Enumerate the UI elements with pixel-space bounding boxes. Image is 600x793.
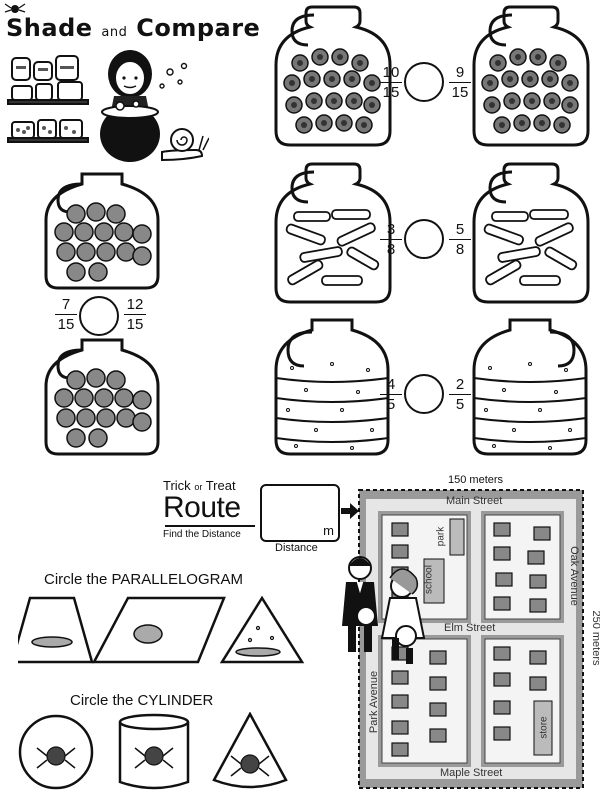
route-trick: Trick: [163, 478, 191, 493]
route-title-underline: [165, 525, 255, 527]
numerator: 12: [126, 296, 144, 313]
compare-circle-layers[interactable]: [404, 374, 444, 414]
compare-circle-pumpkins[interactable]: [79, 296, 119, 336]
map-store-label: store: [538, 716, 550, 739]
denominator: 5: [386, 396, 396, 413]
map-park-label: park: [435, 526, 447, 547]
witch-illustration: [7, 50, 209, 162]
title-word-and: and: [101, 25, 128, 40]
bones-jar-right: [472, 162, 590, 304]
layer-jug-left: [274, 318, 390, 456]
denominator: 15: [57, 316, 75, 333]
parallelogram-heading: Circle the PARALLELOGRAM: [44, 571, 243, 588]
arrow-right-icon: [341, 503, 359, 519]
numerator: 9: [455, 64, 465, 81]
cylinder-heading: Circle the CYLINDER: [70, 692, 214, 709]
route-treat: Treat: [205, 478, 236, 493]
street-maple: Maple Street: [440, 767, 503, 779]
compare-circle-candy[interactable]: [404, 62, 444, 102]
bones-jar-left: [274, 162, 392, 304]
distance-label: Distance: [275, 542, 318, 554]
distance-answer-box[interactable]: m: [260, 484, 340, 542]
numerator: 2: [455, 376, 465, 393]
denominator: 8: [455, 241, 465, 258]
trapezoid-shape: [18, 596, 94, 664]
map-width-label: 150 meters: [448, 474, 504, 486]
street-main: Main Street: [446, 495, 503, 507]
numerator: 7: [61, 296, 71, 313]
denominator: 5: [455, 396, 465, 413]
compare-circle-bones[interactable]: [404, 219, 444, 259]
numerator: 10: [382, 64, 400, 81]
triangle-shape: [219, 595, 305, 664]
denominator: 15: [451, 84, 469, 101]
numerator: 5: [455, 221, 465, 238]
title-word-shade: Shade: [6, 14, 93, 42]
route-title: Route: [163, 491, 241, 524]
pumpkin-jar-bottom: [44, 338, 160, 456]
layer-jug-right: [472, 318, 588, 456]
candy-jar-right: [472, 5, 590, 147]
route-heading: Trick or Treat: [163, 478, 236, 493]
route-subtitle: Find the Distance: [163, 529, 241, 540]
denominator: 15: [382, 84, 400, 101]
cylinder-shapes: [18, 712, 288, 790]
street-oak-avenue: Oak Avenue: [568, 546, 580, 606]
denominator: 8: [386, 241, 396, 258]
spider-icon: [4, 3, 26, 13]
candy-jar-left: [274, 5, 392, 147]
route-or: or: [194, 482, 203, 492]
street-elm: Elm Street: [444, 622, 496, 634]
parallelogram-shapes: [18, 595, 305, 664]
numerator: 3: [386, 221, 396, 238]
denominator: 15: [126, 316, 144, 333]
street-park-avenue: Park Avenue: [368, 670, 380, 734]
numerator: 4: [386, 376, 396, 393]
distance-unit: m: [323, 523, 334, 538]
pumpkin-jar-top: [44, 172, 160, 290]
map-height-label: 250 meters: [590, 610, 600, 666]
title-word-compare: Compare: [136, 14, 261, 42]
cone-shape: [212, 712, 288, 789]
trick-or-treaters-illustration: [342, 556, 426, 664]
worksheet-title: Shade and Compare: [6, 14, 260, 42]
